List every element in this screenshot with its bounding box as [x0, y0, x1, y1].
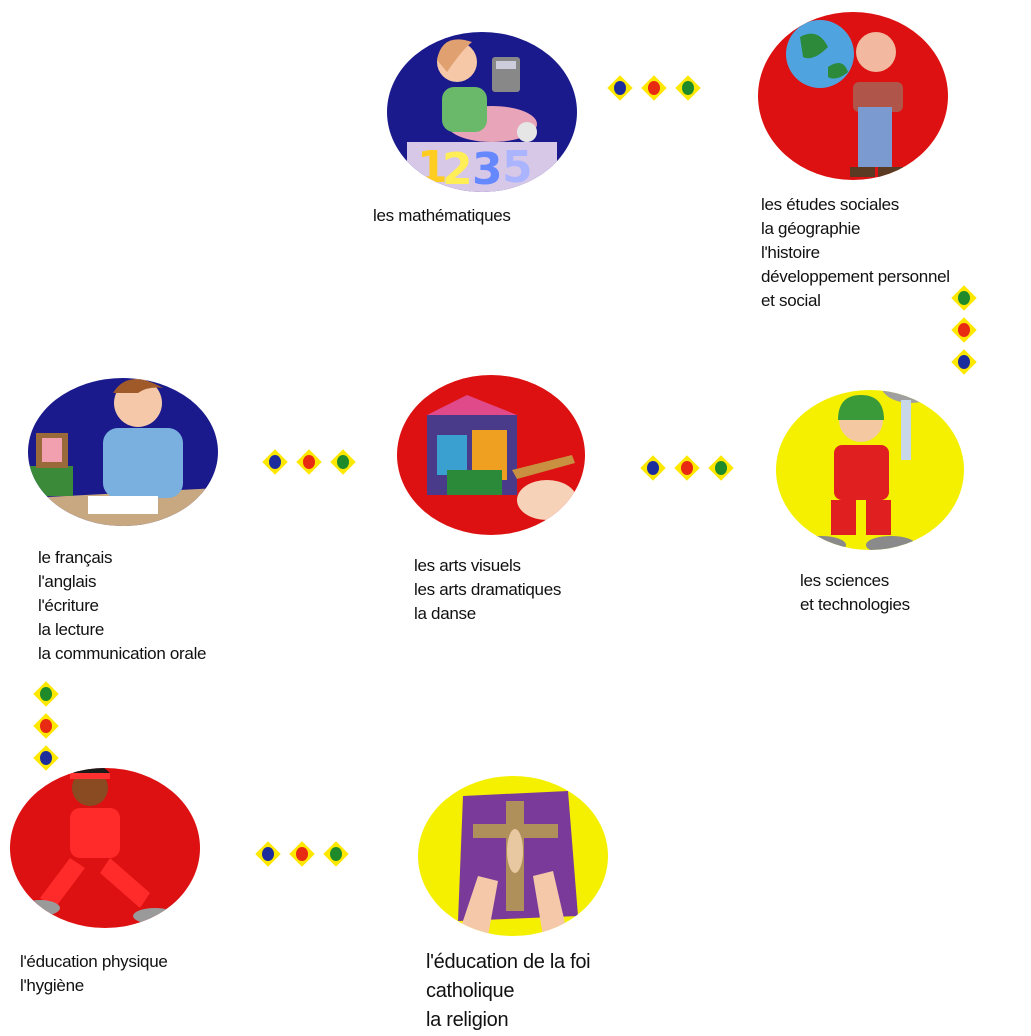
french-caption: le français l'anglais l'écriture la lect… [38, 548, 207, 663]
social-circle [758, 12, 948, 180]
connector-dot-red [34, 714, 58, 738]
connector-dot-blue [952, 350, 976, 374]
connector-dot-red [297, 450, 321, 474]
connector-french-pe [34, 682, 58, 770]
connector-dot-red [952, 318, 976, 342]
svg-text:3: 3 [472, 144, 503, 192]
science-caption: les sciences et technologies [800, 571, 910, 614]
connector-dot-blue [256, 842, 280, 866]
connector-dot-red [675, 456, 699, 480]
arts-circle [397, 375, 585, 535]
pe-circle [10, 768, 200, 928]
math-caption: les mathématiques [373, 206, 511, 225]
girl-calculator-icon: 1 2 3 5 [407, 39, 557, 192]
pe-caption: l'éducation physique l'hygiène [20, 952, 168, 995]
kid-science-icon [796, 390, 940, 550]
connector-dot-green [324, 842, 348, 866]
crucifix-hands-icon [458, 791, 578, 936]
connector-dot-red [642, 76, 666, 100]
connector-dot-green [709, 456, 733, 480]
religion-caption: l'éducation de la foi catholique la reli… [426, 951, 591, 1031]
connector-arts-science [641, 456, 733, 480]
connector-math-social [608, 76, 700, 100]
svg-text:5: 5 [502, 142, 533, 192]
connector-french-arts [263, 450, 355, 474]
boy-writing-icon [28, 379, 218, 526]
connector-dot-blue [263, 450, 287, 474]
connector-dot-green [34, 682, 58, 706]
arts-caption: les arts visuels les arts dramatiques la… [414, 556, 562, 623]
french-circle [28, 378, 218, 526]
connector-dot-green [331, 450, 355, 474]
connector-dot-green [952, 286, 976, 310]
religion-circle [418, 776, 608, 936]
boy-globe-icon [786, 20, 903, 177]
math-circle: 1 2 3 5 [387, 32, 577, 192]
connector-dot-green [676, 76, 700, 100]
connector-dot-blue [34, 746, 58, 770]
science-circle [776, 390, 964, 550]
svg-text:1: 1 [417, 142, 448, 192]
connector-pe-religion [256, 842, 348, 866]
connector-dot-blue [641, 456, 665, 480]
svg-text:2: 2 [442, 144, 473, 192]
connector-dot-blue [608, 76, 632, 100]
hand-painting-icon [427, 395, 577, 520]
connector-dot-red [290, 842, 314, 866]
connector-social-science [952, 286, 976, 374]
runner-icon [20, 768, 177, 924]
social-caption: les études sociales la géographie l'hist… [761, 195, 950, 310]
